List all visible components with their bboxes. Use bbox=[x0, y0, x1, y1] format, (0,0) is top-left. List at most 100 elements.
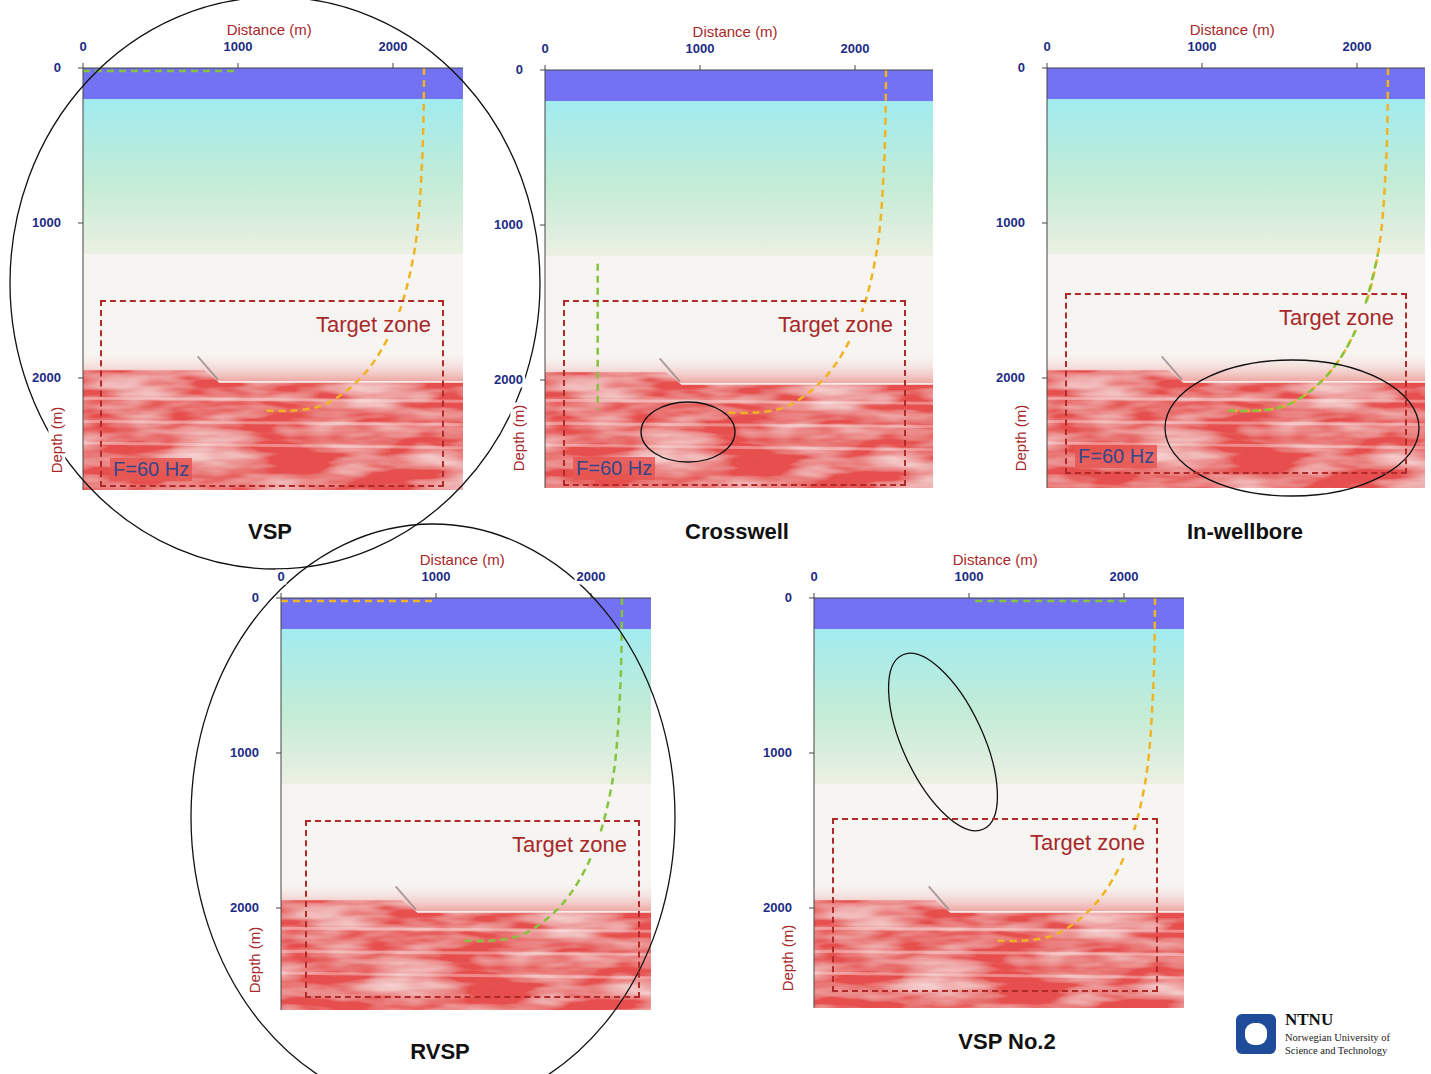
label-holder: Depth (m) bbox=[779, 923, 796, 994]
tick-mark bbox=[78, 378, 83, 379]
reflector bbox=[281, 951, 651, 954]
reflector bbox=[83, 443, 463, 448]
label-holder: 1000 bbox=[420, 570, 453, 585]
zone-title: Target zone bbox=[1276, 305, 1397, 330]
axis-line bbox=[281, 598, 651, 599]
label-holder: 1000 bbox=[994, 216, 1027, 231]
seismic-panel bbox=[540, 65, 933, 488]
frequency-label: F=60 Hz bbox=[110, 458, 192, 481]
seismic-panel bbox=[276, 593, 651, 1010]
label-holder: 0 bbox=[250, 591, 261, 606]
well-trajectory bbox=[723, 70, 886, 413]
tick-label: 1000 bbox=[228, 746, 261, 761]
reflector bbox=[1047, 421, 1425, 424]
reservoir-layer bbox=[281, 900, 651, 1010]
tick-mark bbox=[1202, 63, 1203, 68]
tick-mark bbox=[78, 223, 83, 224]
axis-title: Depth (m) bbox=[48, 405, 65, 476]
tick-mark bbox=[540, 70, 545, 71]
panel-title: VSP No.2 bbox=[956, 1029, 1057, 1054]
reflector bbox=[281, 928, 651, 931]
reflector bbox=[83, 398, 463, 401]
overburden-layer bbox=[281, 629, 651, 784]
well-trajectory bbox=[992, 598, 1155, 941]
label-holder: 0 bbox=[77, 40, 88, 55]
zone-title: Target zone bbox=[775, 312, 896, 337]
highlight-ellipse bbox=[1165, 360, 1419, 496]
reflector bbox=[545, 400, 933, 403]
label-holder: Science and Technology bbox=[1283, 1045, 1389, 1057]
tick-label: 2000 bbox=[377, 40, 410, 55]
tick-label: 0 bbox=[808, 570, 819, 585]
tick-label: 2000 bbox=[839, 42, 872, 57]
logo-text: NTNU bbox=[1283, 1010, 1335, 1030]
tick-label: 0 bbox=[275, 570, 286, 585]
tick-label: 2000 bbox=[761, 901, 794, 916]
tick-mark bbox=[809, 753, 814, 754]
label-holder: VSP bbox=[246, 519, 294, 544]
surface-array bbox=[83, 70, 235, 73]
overburden-layer bbox=[83, 99, 463, 254]
label-holder: Distance (m) bbox=[418, 551, 507, 568]
label-holder: 1000 bbox=[1186, 40, 1219, 55]
label-holder: 2000 bbox=[839, 42, 872, 57]
label-holder: 0 bbox=[52, 61, 63, 76]
tick-mark bbox=[1042, 378, 1047, 379]
axis-line bbox=[545, 70, 546, 488]
label-holder: Depth (m) bbox=[1012, 403, 1029, 474]
receiver-array bbox=[1225, 254, 1378, 411]
tick-mark bbox=[540, 380, 545, 381]
tick-mark bbox=[1042, 223, 1047, 224]
label-holder: 2000 bbox=[30, 371, 63, 386]
axis-title: Distance (m) bbox=[951, 551, 1040, 568]
velocity-model bbox=[281, 598, 651, 1010]
axis-line bbox=[545, 70, 933, 71]
tick-label: 2000 bbox=[30, 371, 63, 386]
fault-line bbox=[1162, 356, 1182, 379]
overburden-layer bbox=[1047, 99, 1425, 254]
tick-label: 2000 bbox=[994, 371, 1027, 386]
label-holder: 0 bbox=[783, 591, 794, 606]
tick-mark bbox=[78, 68, 83, 69]
tick-label: 0 bbox=[783, 591, 794, 606]
tick-label: 1000 bbox=[953, 570, 986, 585]
label-holder: 1000 bbox=[953, 570, 986, 585]
label-holder: Depth (m) bbox=[48, 405, 65, 476]
well-trajectory bbox=[1225, 68, 1388, 411]
tick-label: 2000 bbox=[492, 373, 525, 388]
reflector bbox=[83, 421, 463, 424]
tick-mark bbox=[809, 598, 814, 599]
overburden-layer bbox=[814, 629, 1184, 784]
tick-mark bbox=[281, 593, 282, 598]
tick-label: 0 bbox=[539, 42, 550, 57]
tick-mark bbox=[83, 63, 84, 68]
tick-mark bbox=[969, 593, 970, 598]
reflector bbox=[1047, 398, 1425, 401]
tick-label: 0 bbox=[514, 63, 525, 78]
cap-layer bbox=[1047, 254, 1425, 488]
water-layer bbox=[1047, 68, 1425, 99]
cap-layer bbox=[814, 784, 1184, 1008]
velocity-model bbox=[1047, 68, 1425, 488]
label-holder: 2000 bbox=[377, 40, 410, 55]
panel-title: In-wellbore bbox=[1185, 519, 1305, 544]
velocity-model bbox=[83, 68, 463, 490]
tick-mark bbox=[276, 908, 281, 909]
label-holder: VSP No.2 bbox=[956, 1029, 1057, 1054]
tick-mark bbox=[1047, 63, 1048, 68]
water-layer bbox=[281, 598, 651, 629]
axis-title: Distance (m) bbox=[225, 21, 314, 38]
tick-label: 1000 bbox=[30, 216, 63, 231]
tick-label: 0 bbox=[77, 40, 88, 55]
highlight-ellipse bbox=[10, 0, 540, 569]
panel-title: RVSP bbox=[408, 1039, 472, 1064]
axis-title: Depth (m) bbox=[779, 923, 796, 994]
label-holder: Depth (m) bbox=[510, 403, 527, 474]
reservoir-layer bbox=[83, 370, 463, 490]
frequency-label: F=60 Hz bbox=[1075, 445, 1157, 468]
label-holder: 0 bbox=[1016, 61, 1027, 76]
target-zone-box: Target zone bbox=[832, 818, 1158, 992]
label-holder: 2000 bbox=[492, 373, 525, 388]
tick-mark bbox=[540, 225, 545, 226]
logo-text: Norwegian University of bbox=[1283, 1032, 1392, 1044]
